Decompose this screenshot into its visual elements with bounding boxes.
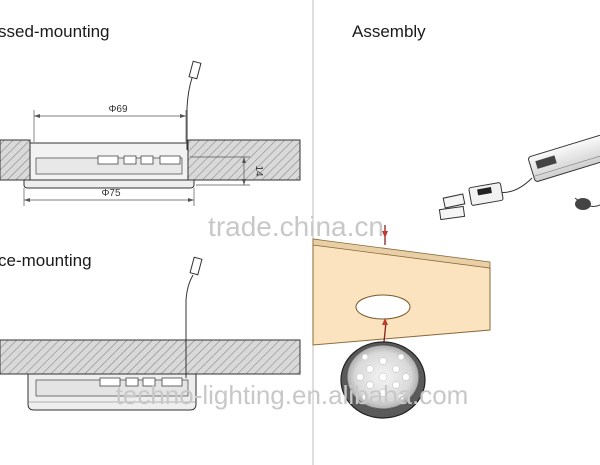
cable-connector [188,60,202,80]
recessed-mounting-drawing: Φ69 Φ75 14 [0,60,301,206]
assembly-title: Assembly [352,22,426,41]
surface-mounting-drawing [0,256,301,411]
spring-clip [123,155,137,165]
trim-ring [23,179,195,189]
puck-light [340,341,426,419]
mounting-hole [355,294,411,320]
ceiling-slab [0,339,301,375]
power-cable [185,274,194,378]
spring-clip [159,155,181,165]
recessed-mounting-title: ssed-mounting [0,22,110,41]
junction-connector [468,182,504,206]
ceiling-slab-left [0,139,31,181]
spring-clip [97,155,119,165]
watermark-top: trade.china.cn [208,211,384,242]
insert-arrow [382,318,388,325]
wooden-panel-edge [312,238,491,269]
watermark-bottom: techno-lighting.en.alibaba.com [116,380,469,410]
power-cable [186,77,193,150]
cable-connector [189,256,203,276]
spring-clip [140,155,154,165]
height-label: 14 [253,165,264,177]
surface-mounting-title: ce-mounting [0,251,92,270]
outer-diameter-label: Φ75 [101,188,121,199]
led-array [356,353,410,401]
assembly-drawing [312,134,600,419]
led-driver [528,134,600,182]
plug-connector [438,193,466,221]
cable-end [575,198,591,210]
inner-diameter-label: Φ69 [108,104,128,115]
